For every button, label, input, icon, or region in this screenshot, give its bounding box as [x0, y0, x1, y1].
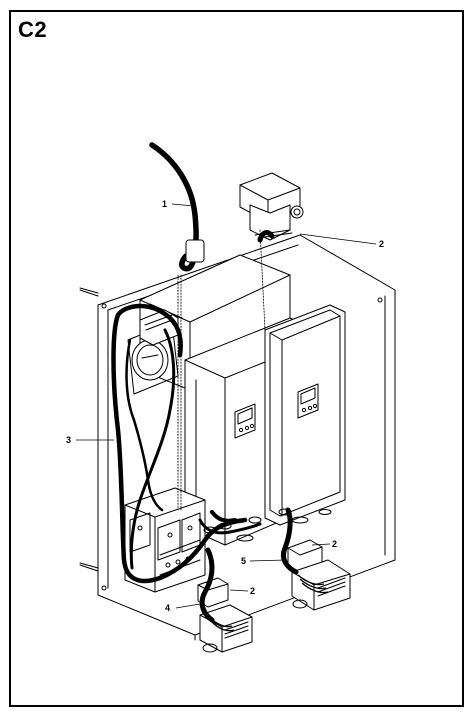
- cable-stub-b: [198, 518, 262, 535]
- plug5-cable: [280, 507, 299, 575]
- top-plug-connector: [239, 172, 304, 241]
- harness-cable-gauge: [125, 338, 164, 512]
- contactor-block: [124, 487, 206, 593]
- cable-clamp-top: [185, 239, 205, 263]
- plug-wire-strands: [209, 574, 329, 632]
- drive-unit-right: [264, 304, 346, 526]
- callout-2-bottom-left: 2: [250, 586, 255, 596]
- callout-leaders: [76, 203, 377, 609]
- cable-stub-a: [210, 510, 237, 523]
- harness-cable-top: [115, 303, 183, 358]
- harness-cable-inner: [129, 328, 176, 570]
- harness-cable-loop: [111, 312, 248, 584]
- callout-2-top: 2: [379, 239, 384, 249]
- meter-gauge: [127, 321, 179, 395]
- callout-5: 5: [241, 556, 246, 566]
- drive-feet: [236, 509, 332, 542]
- ground-wire: [177, 229, 266, 511]
- figure-label: C2: [18, 17, 48, 42]
- top-plug-cable: [257, 230, 275, 243]
- callout-1: 1: [162, 199, 167, 209]
- plug4-cable: [199, 547, 215, 623]
- bottom-plug-connector-left: [197, 577, 253, 653]
- callout-3: 3: [66, 435, 71, 445]
- callout-2-bottom-right: 2: [332, 539, 337, 549]
- callout-4: 4: [165, 603, 170, 613]
